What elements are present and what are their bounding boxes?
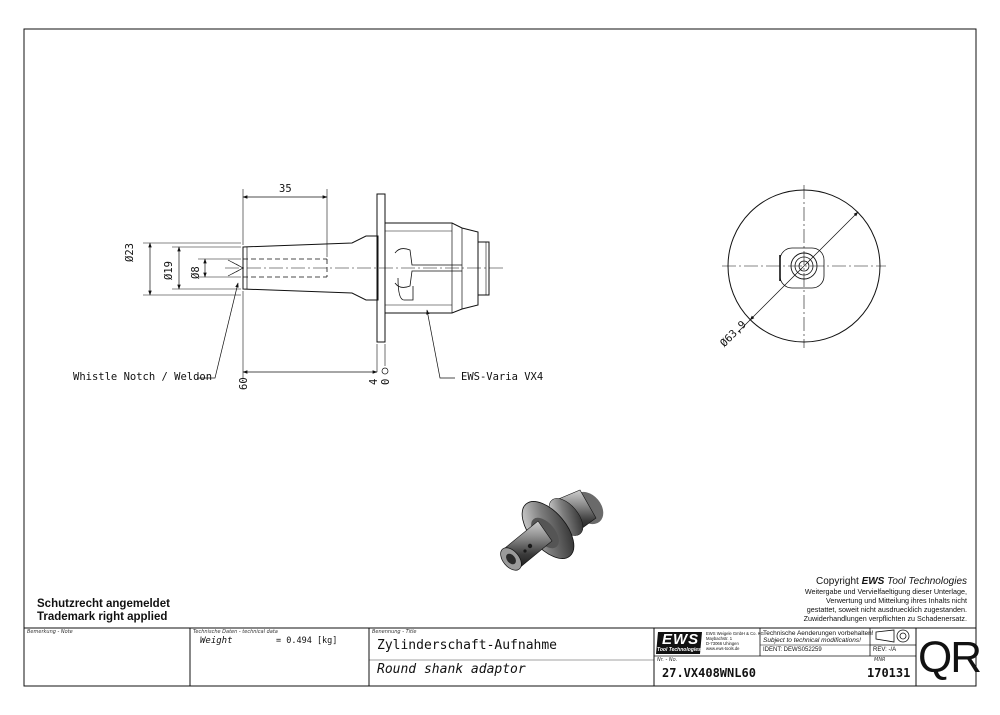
weight-value: = 0.494 [kg]	[276, 636, 338, 646]
copyright-line: Verwertung und Mitteilung ihres Inhalts …	[825, 596, 967, 605]
dim-0: 0	[380, 378, 392, 385]
title-de: Zylinderschaft-Aufnahme	[377, 638, 558, 653]
callout-whistle-notch: Whistle Notch / Weldon	[73, 371, 213, 383]
title-en: Round shank adaptor	[377, 662, 526, 677]
company-line: D-73066 Uhingen	[706, 641, 739, 646]
callout-ews-varia: EWS-Varia VX4	[461, 371, 544, 383]
ident-number: IDENT: DEWS052259	[763, 647, 822, 653]
designation-label: Benennung - Title	[372, 629, 417, 635]
dim-dia-19: Ø19	[163, 261, 175, 280]
part-number: 27.VX408WNL60	[662, 666, 756, 680]
revision: REV: -/A	[873, 647, 897, 653]
logo-subtitle: Tool Technologies	[657, 647, 701, 653]
copyright-line: Weitergabe und Vervielfaeltigung dieser …	[804, 587, 967, 596]
copyright-line: gestattet, soweit nicht ausdruecklich zu…	[806, 605, 967, 614]
ews-logo	[656, 632, 702, 654]
front-view	[722, 185, 886, 348]
side-view	[143, 189, 505, 379]
dim-dia-23: Ø23	[124, 243, 136, 262]
qr-mark: QR	[918, 633, 982, 682]
weight-label: Weight	[200, 636, 233, 646]
dim-60: 60	[238, 377, 250, 390]
dim-35: 35	[279, 183, 292, 195]
changes-de: Technische Aenderungen vorbehalten!	[763, 630, 874, 637]
sheet-border	[23, 28, 977, 687]
company-address: EWS Weigele GmbH & Co. KG Maybachstr. 1 …	[706, 631, 764, 651]
number-label: Nr. - No.	[657, 657, 678, 663]
dim-dia-8: Ø8	[190, 266, 202, 279]
mnr-number: 170131	[867, 666, 911, 680]
iso-render	[500, 489, 604, 571]
patent-note-de: Schutzrecht angemeldet	[37, 598, 170, 610]
company-line: EWS Weigele GmbH & Co. KG	[706, 631, 764, 636]
copyright-title: Copyright EWS Tool Technologies	[815, 576, 967, 587]
patent-note-en: Trademark right applied	[37, 611, 168, 623]
projection-symbol	[875, 629, 910, 643]
mnr-label: MNR	[874, 657, 886, 663]
company-line: Maybachstr. 1	[706, 636, 733, 641]
changes-en: Subject to technical modifications!	[763, 637, 861, 644]
logo-text: EWS	[662, 631, 700, 648]
tech-data-label: Technische Daten - technical data	[193, 629, 278, 635]
company-line: www.ews-tools.de	[706, 646, 740, 651]
title-block-frame	[24, 627, 976, 686]
remark-label: Bemerkung - Note	[27, 629, 73, 635]
dim-4: 4	[368, 378, 380, 385]
copyright-line: Zuwiderhandlungen verpflichten zu Schade…	[803, 614, 967, 623]
copyright-block: Copyright EWS Tool Technologies Weiterga…	[804, 576, 967, 623]
